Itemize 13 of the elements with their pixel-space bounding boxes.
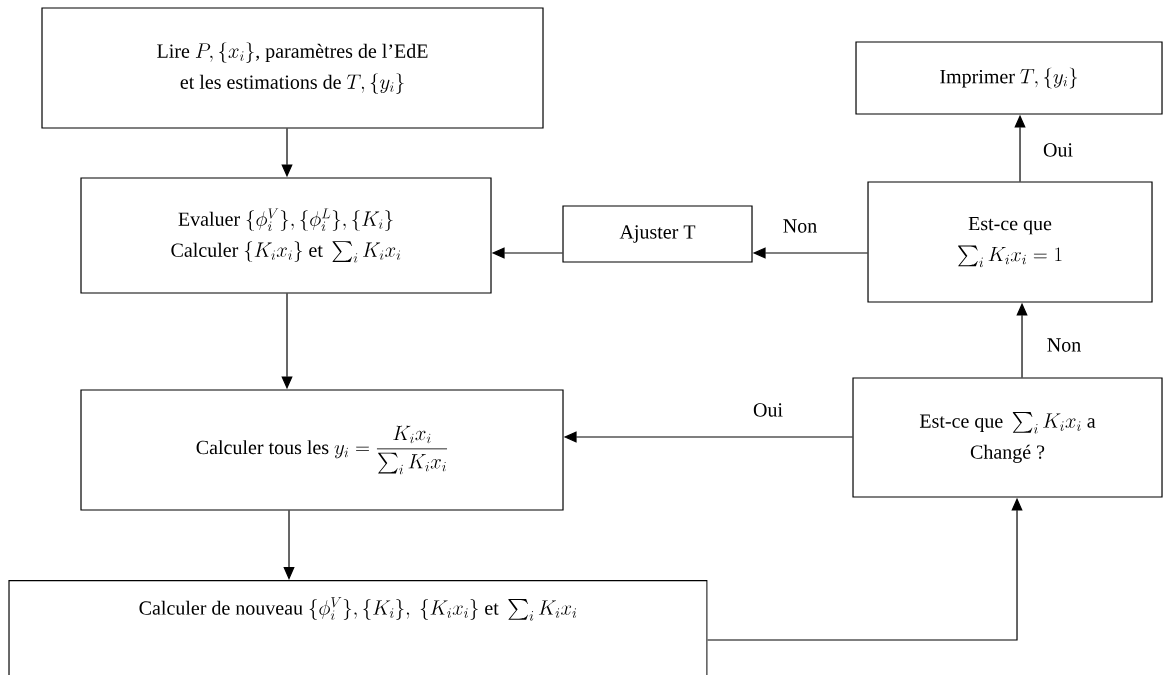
process-box: $\text{Lire }P,\{x_i\}\text{, paramètres de l’EdE}$ $\text{et les estimations de }T,\{y_i\}$ (41, 7, 544, 129)
edge-label: Non (1044, 336, 1084, 354)
process-box: Ajuster T (562, 205, 753, 263)
process-box: $\text{Evaluer }\{\phi_i^V\},\{\phi_i^L\},\{K_i\}$ $\text{Calculer }\{K_ix_i\}\text{ et }\sum\nolimits_i K_ix_i$ (80, 177, 492, 294)
output-box: $\text{Imprimer }T,\{y_i\}$ (855, 41, 1163, 115)
edge-label: Oui (1041, 141, 1075, 159)
process-box: $\text{Calculer de nouveau }\{\phi_i^V\},\{K_i\},\ \{K_ix_i\}\text{ et }\sum\nolimits_i K_ix_i$ (8, 580, 708, 675)
arrow (283, 510, 295, 580)
process-box: $\text{Calculer tous les }y_i=\dfrac{K_ix_i}{\sum_i K_ix_i}$ (80, 389, 564, 511)
edge-label: Non (780, 217, 820, 235)
decision-box: Est-ce que $\sum\nolimits_i K_ix_i=1$ (867, 181, 1153, 303)
edge-label: Oui (751, 401, 785, 419)
decision-box: $\text{Est-ce que }\sum\nolimits_i K_ix_i\text{ a}$ Changé ? (852, 377, 1163, 498)
